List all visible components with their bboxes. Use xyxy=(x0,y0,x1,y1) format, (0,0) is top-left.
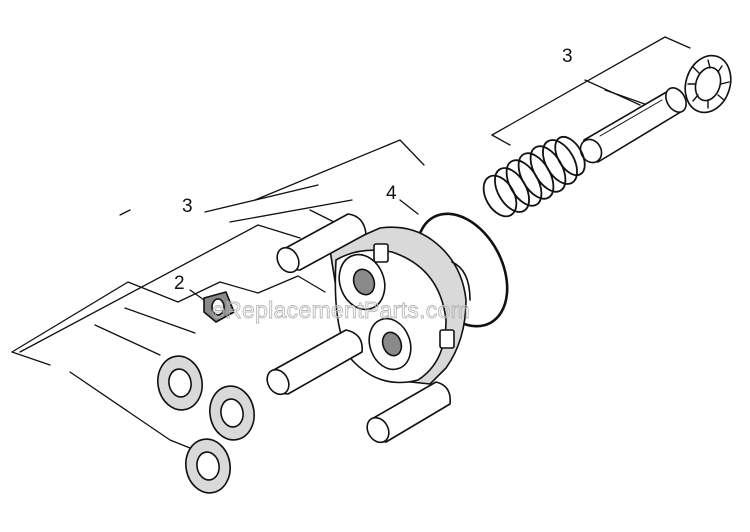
spring xyxy=(482,135,586,218)
callout-4-leader xyxy=(399,199,419,215)
seal-ring-1 xyxy=(157,355,203,411)
bracket-lines xyxy=(11,36,691,449)
retaining-clip xyxy=(684,54,732,114)
seal-ring-2 xyxy=(209,385,255,441)
piston-rod-upper xyxy=(579,87,687,164)
seal-ring-3 xyxy=(185,438,231,494)
piston-upper-left xyxy=(276,213,367,274)
callout-3-left: 3 xyxy=(182,196,193,217)
watermark-text: eReplacementParts.com xyxy=(212,297,470,323)
small-seal xyxy=(203,291,235,323)
callout-4: 4 xyxy=(386,183,397,204)
pump-head xyxy=(329,226,471,385)
callout-2: 2 xyxy=(174,273,185,294)
piston-lower xyxy=(366,381,452,444)
piston-middle-left xyxy=(266,329,363,396)
callout-3-top: 3 xyxy=(562,46,573,67)
callout-2-leader xyxy=(189,289,205,301)
